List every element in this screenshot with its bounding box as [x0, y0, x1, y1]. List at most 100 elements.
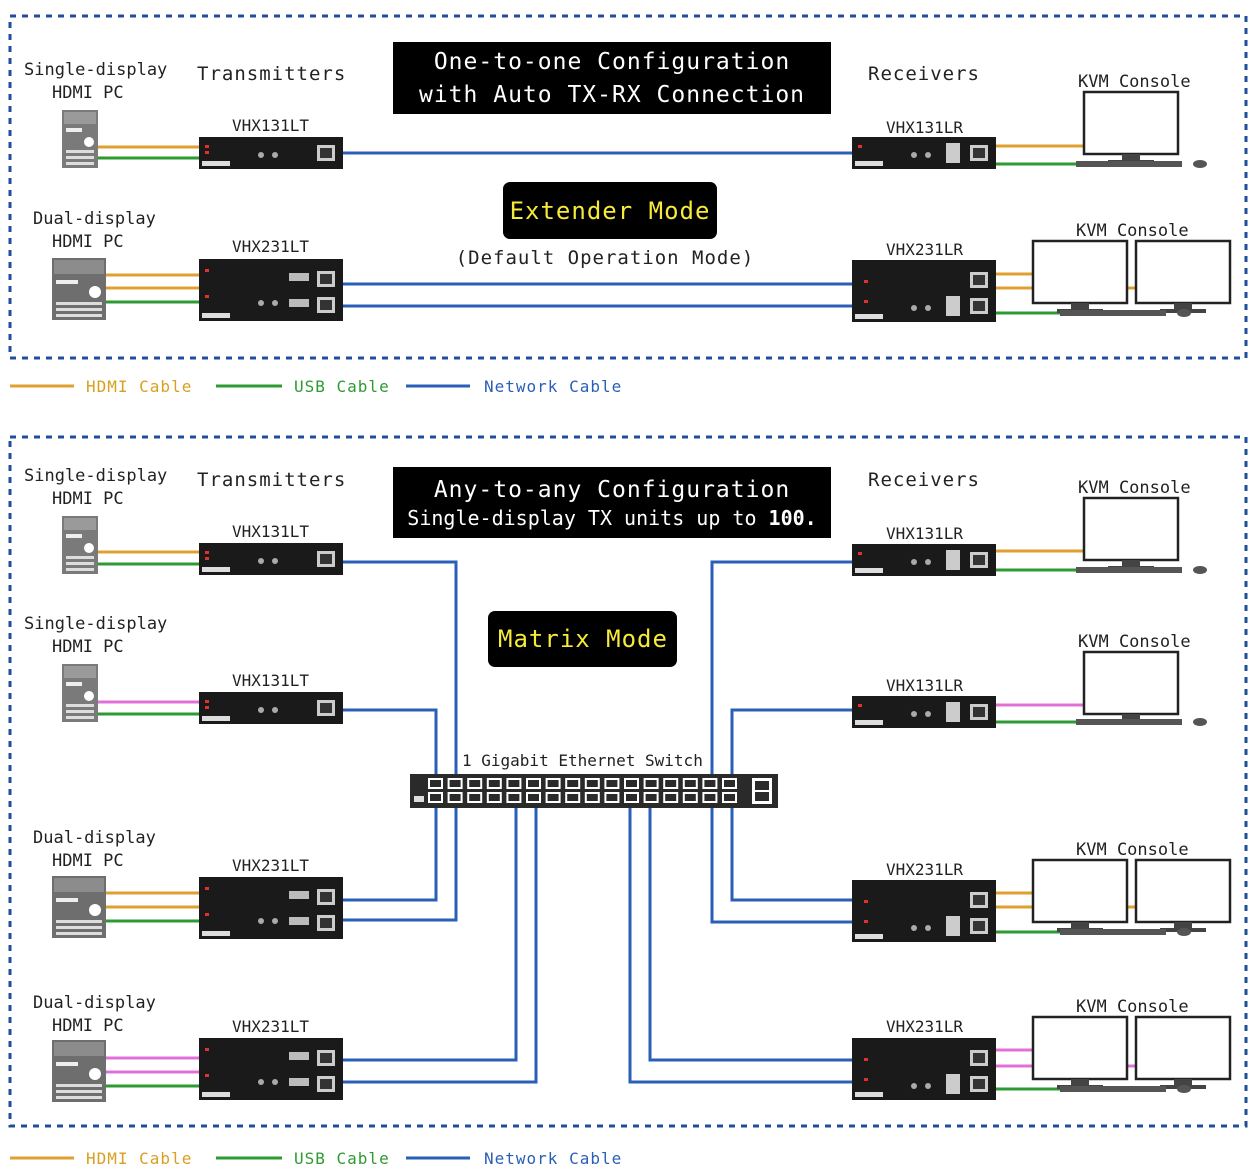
bottom-kvm4-monitor-left-icon — [1031, 1015, 1129, 1091]
top-tx1-label: VHX131LT — [232, 116, 309, 135]
switch-port-socket — [528, 794, 539, 801]
top-tx2-device — [199, 259, 343, 321]
bottom-tx3-device — [199, 877, 343, 939]
bottom-pc4-label-line1: Dual-display — [33, 993, 156, 1013]
bottom-pc1-label-line1: Single-display — [24, 466, 167, 486]
switch-port-socket — [567, 780, 579, 787]
switch-port-socket — [488, 780, 500, 787]
bottom-pc1-icon — [62, 516, 98, 574]
extender-mode-label: Extender Mode — [510, 197, 711, 225]
extender-mode-badge — [503, 182, 717, 239]
top-kvm2-monitor-left-icon — [1031, 239, 1129, 315]
bottom-pc4-label-line2: HDMI PC — [52, 1016, 124, 1036]
bottom-kvm4-monitor-right-icon — [1134, 1015, 1232, 1091]
switch-port-socket — [704, 794, 716, 801]
matrix-mode-label: Matrix Mode — [498, 625, 668, 653]
switch-port-socket — [449, 794, 461, 801]
switch-port-socket — [449, 780, 461, 787]
bottom-rx3-device — [852, 880, 996, 942]
switch-port-socket — [469, 780, 481, 787]
bottom-section-border — [8, 435, 1248, 1128]
bottom-tx4-label: VHX231LT — [232, 1017, 309, 1036]
bottom-kvm2-monitor-icon — [1082, 650, 1180, 726]
bottom-kvm4-label: KVM Console — [1076, 997, 1189, 1017]
bottom-rx4-device — [852, 1038, 996, 1100]
switch-port-socket — [508, 780, 520, 787]
bottom-rx1-label: VHX131LR — [886, 524, 963, 543]
bottom-kvm1-monitor-icon — [1082, 496, 1180, 572]
top-kvm1-monitor-icon — [1082, 90, 1180, 166]
top-tx2-label: VHX231LT — [232, 237, 309, 256]
switch-port-socket — [488, 794, 500, 801]
bottom-kvm1-label: KVM Console — [1078, 478, 1191, 498]
top-title-line1: One-to-one Configuration — [434, 49, 790, 75]
switch-port-socket — [586, 794, 598, 801]
bottom-pc2-label-line2: HDMI PC — [52, 637, 124, 657]
switch-port-socket — [724, 780, 735, 787]
bottom-pc3-label-line1: Dual-display — [33, 828, 156, 848]
top-pc2-icon — [52, 258, 106, 320]
legend2-usb-label: USB Cable — [294, 1149, 390, 1167]
top-transmitters-heading: Transmitters — [197, 63, 346, 85]
top-pc2-label-line1: Dual-display — [33, 209, 156, 229]
bottom-tx4-device — [199, 1038, 343, 1100]
bottom-kvm2-keyboard-icon — [1076, 718, 1207, 726]
top-rx2-label: VHX231LR — [886, 240, 963, 259]
bottom-transmitters-heading: Transmitters — [197, 469, 346, 491]
switch-port-socket — [430, 794, 441, 801]
bottom-kvm2-label: KVM Console — [1078, 632, 1191, 652]
switch-port-socket — [606, 780, 618, 787]
switch-port-socket — [645, 780, 657, 787]
switch-port-socket — [547, 780, 559, 787]
bottom-rx3-label: VHX231LR — [886, 860, 963, 879]
bottom-rx1-device — [852, 544, 996, 576]
bottom-tx1-label: VHX131LT — [232, 522, 309, 541]
top-rx1-label: VHX131LR — [886, 118, 963, 137]
switch-port-socket — [645, 794, 657, 801]
top-kvm2-label: KVM Console — [1076, 221, 1189, 241]
switch-port-socket — [665, 794, 677, 801]
legend-hdmi-label: HDMI Cable — [86, 377, 192, 396]
switch-port-socket — [508, 794, 520, 801]
bottom-title-line1: Any-to-any Configuration — [434, 477, 790, 503]
switch-port-socket — [626, 794, 637, 801]
switch-port-socket — [528, 780, 539, 787]
top-pc1-icon — [62, 110, 98, 168]
bottom-kvm3-monitor-left-icon — [1031, 858, 1129, 934]
top-pc1-label-line1: Single-display — [24, 60, 167, 80]
switch-port-socket — [586, 780, 598, 787]
switch-port-socket — [430, 780, 441, 787]
top-pc1-label-line2: HDMI PC — [52, 83, 124, 103]
bottom-rx2-label: VHX131LR — [886, 676, 963, 695]
bottom-rx2-device — [852, 696, 996, 728]
switch-port-socket — [704, 780, 716, 787]
top-section-border — [8, 14, 1248, 360]
bottom-title-line2: Single-display TX units up to 100. — [407, 506, 816, 530]
bottom-kvm1-keyboard-icon — [1076, 566, 1207, 574]
legend2-hdmi-label: HDMI Cable — [86, 1149, 192, 1167]
bottom-pc1-label-line2: HDMI PC — [52, 489, 124, 509]
ethernet-switch — [410, 774, 778, 808]
switch-port-socket — [606, 794, 618, 801]
bottom-receivers-heading: Receivers — [868, 469, 980, 491]
switch-port-socket — [626, 780, 637, 787]
bottom-rx4-label: VHX231LR — [886, 1017, 963, 1036]
top-kvm1-keyboard-icon — [1076, 160, 1207, 168]
bottom-kvm3-monitor-right-icon — [1134, 858, 1232, 934]
bottom-pc4-icon — [52, 1040, 106, 1102]
top-title-line2: with Auto TX-RX Connection — [419, 82, 805, 108]
switch-port-socket — [665, 780, 677, 787]
switch-port-socket — [567, 794, 579, 801]
extender-mode-subtitle: (Default Operation Mode) — [456, 247, 755, 269]
switch-port-socket — [547, 794, 559, 801]
legend2-network-label: Network Cable — [484, 1149, 622, 1167]
switch-port-socket — [684, 780, 696, 787]
switch-port-socket — [469, 794, 481, 801]
top-tx1-device — [199, 137, 343, 169]
switch-port-socket — [724, 794, 735, 801]
bottom-pc3-label-line2: HDMI PC — [52, 851, 124, 871]
matrix-mode-badge — [488, 611, 677, 667]
top-kvm2-monitor-right-icon — [1134, 239, 1232, 315]
bottom-pc2-label-line1: Single-display — [24, 614, 167, 634]
